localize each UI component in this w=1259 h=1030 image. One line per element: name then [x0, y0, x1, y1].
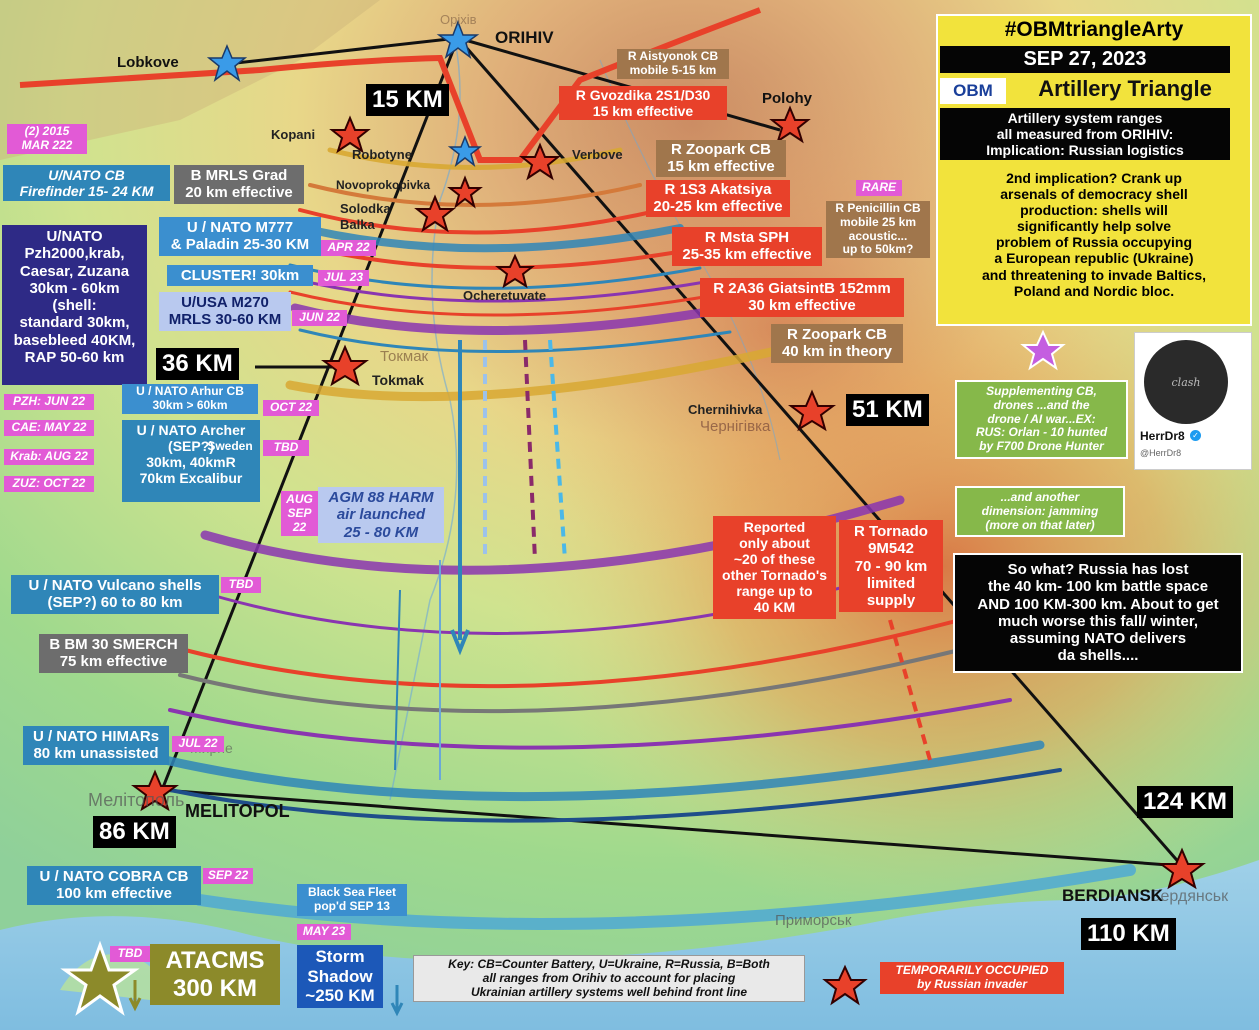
note-supplementing-cb: Supplementing CB, drones ...and the dron… — [955, 380, 1128, 459]
date-krab: Krab: AUG 22 — [4, 449, 94, 465]
basemap-label-melitopol: Мелітополь — [88, 790, 185, 810]
town-tokmak: Tokmak — [372, 372, 424, 388]
panel-body: Artillery system ranges all measured fro… — [940, 108, 1230, 161]
label-msta: R Msta SPH 25-35 km effective — [672, 227, 822, 266]
distance-51km: 51 KM — [846, 394, 929, 426]
label-grad: B MRLS Grad 20 km effective — [174, 165, 304, 204]
panel-title: Artillery Triangle — [1038, 76, 1212, 101]
date-zuz: ZUZ: OCT 22 — [4, 476, 94, 492]
label-storm-shadow: Storm Shadow ~250 KM — [297, 945, 383, 1008]
legend-occupied: TEMPORARILY OCCUPIED by Russian invader — [880, 962, 1064, 994]
label-zoopark-40: R Zoopark CB 40 km in theory — [771, 324, 903, 363]
date-cluster: JUL 23 — [318, 270, 369, 286]
label-penicillin: R Penicillin CB mobile 25 km acoustic...… — [826, 201, 930, 259]
label-tornado-limited: Reported only about ~20 of these other T… — [713, 516, 836, 619]
city-markers — [60, 19, 1206, 1016]
avatar: clash — [1144, 340, 1228, 424]
town-kopani: Kopani — [271, 127, 316, 142]
label-atacms: ATACMS 300 KM — [150, 944, 280, 1006]
label-zoopark-15: R Zoopark CB 15 km effective — [656, 140, 786, 177]
label-cobra: U / NATO COBRA CB 100 km effective — [27, 866, 201, 905]
town-verbove: Verbove — [572, 147, 623, 162]
date-firefinder: (2) 2015 MAR 222 — [7, 124, 87, 154]
distance-15km: 15 KM — [366, 84, 449, 116]
date-pzh: PZH: JUN 22 — [4, 394, 94, 410]
label-giatsint: R 2A36 GiatsintB 152mm 30 km effective — [700, 278, 904, 317]
city-berdiansk: BERDIANSK — [1062, 886, 1164, 905]
basemap-label-orikhiv: Оріхів — [440, 12, 477, 27]
atacms-star-icon — [60, 940, 140, 1016]
label-gvozdika: R Gvozdika 2S1/D30 15 km effective — [559, 86, 727, 121]
date-arhur: OCT 22 — [263, 400, 319, 416]
label-firefinder: U/NATO CB Firefinder 15- 24 KM — [3, 165, 170, 202]
town-robotyne: Robotyne — [352, 147, 412, 162]
distance-36km: 36 KM — [156, 348, 239, 380]
label-m777: U / NATO M777 & Paladin 25-30 KM — [159, 217, 321, 256]
city-polohy: Polohy — [762, 90, 813, 107]
basemap-label-prymorsk: Приморськ — [775, 912, 852, 929]
basemap-label-berdiansk: Бердянськ — [1150, 888, 1229, 905]
distance-86km: 86 KM — [93, 816, 176, 848]
tbd-atacms: TBD — [110, 946, 150, 962]
author-name: HerrDr8 — [1140, 429, 1185, 443]
label-archer: U / NATO Archer (SEP?) 30km, 40kmR 70km … — [122, 420, 260, 502]
date-harm: AUG SEP 22 — [281, 491, 318, 537]
label-himars: U / NATO HIMARs 80 km unassisted — [23, 726, 169, 765]
note-so-what: So what? Russia has lost the 40 km- 100 … — [953, 553, 1243, 673]
note-jamming: ...and another dimension: jamming (more … — [955, 486, 1125, 538]
label-harm: AGM 88 HARM air launched 25 - 80 KM — [318, 487, 444, 543]
lobkove-star-icon — [206, 44, 248, 82]
label-pzh2000: U/NATO Pzh2000,krab, Caesar, Zuzana 30km… — [2, 225, 147, 385]
label-m270: U/USA M270 MRLS 30-60 KM — [159, 292, 291, 331]
label-archer-range: 30km, 40kmR 70km Excalibur — [139, 454, 243, 487]
date-storm-shadow: MAY 23 — [297, 924, 351, 940]
obm-logo: OBM — [940, 78, 1006, 104]
label-vulcano: U / NATO Vulcano shells (SEP?) 60 to 80 … — [11, 575, 219, 614]
city-orihiv: ORIHIV — [495, 28, 554, 47]
label-arhur: U / NATO Arhur CB 30km > 60km — [122, 384, 258, 414]
front-line — [19, 7, 762, 163]
distance-110km: 110 KM — [1081, 918, 1176, 950]
label-archer-name: U / NATO Archer (SEP?) — [136, 422, 246, 455]
label-aistyonok: R Aistyonok CB mobile 5-15 km — [617, 49, 729, 79]
town-chernihivka: Chernihivka — [688, 402, 763, 417]
author-handle: @HerrDr8 — [1140, 448, 1182, 458]
tbd-archer: TBD — [263, 440, 309, 456]
date-himars: JUL 22 — [172, 736, 224, 752]
label-sweden: Sweden — [207, 439, 253, 453]
date-m777: APR 22 — [321, 240, 376, 256]
panel-body-2: 2nd implication? Crank up arsenals of de… — [981, 170, 1207, 299]
town-novoprokopivka: Novoprokopivka — [336, 178, 431, 192]
basemap-label-tokmak: Токмак — [380, 348, 429, 365]
distance-124km: 124 KM — [1137, 786, 1234, 818]
verified-badge-icon: ✓ — [1190, 430, 1201, 441]
robotyne-star-icon — [447, 134, 483, 167]
date-banner: SEP 27, 2023 — [940, 46, 1230, 73]
date-m270: JUN 22 — [292, 310, 347, 326]
purple-star-icon — [1020, 329, 1066, 371]
city-melitopol: MELITOPOL — [185, 801, 290, 821]
date-cobra: SEP 22 — [203, 868, 253, 884]
legend-key: Key: CB=Counter Battery, U=Ukraine, R=Ru… — [413, 955, 805, 1003]
basemap-label-chernihivka: Чернігівка — [700, 418, 771, 435]
orihiv-star-icon — [436, 19, 480, 59]
town-ocheretuvate: Ocheretuvate — [463, 288, 547, 303]
tbd-vulcano: TBD — [221, 577, 261, 593]
badge-rare: RARE — [856, 180, 902, 196]
label-smerch: B BM 30 SMERCH 75 km effective — [39, 634, 188, 673]
label-akatsiya: R 1S3 Akatsiya 20-25 km effective — [646, 180, 790, 217]
hashtag: #OBMtriangleArty — [1004, 18, 1184, 41]
label-cluster: CLUSTER! 30km — [167, 265, 313, 287]
town-solodka-balka: Solodka Balka — [340, 201, 391, 233]
label-tornado: R Tornado 9M542 70 - 90 km limited suppl… — [839, 520, 943, 613]
label-black-sea-fleet: Black Sea Fleet pop'd SEP 13 — [297, 884, 407, 916]
city-lobkove: Lobkove — [117, 54, 179, 71]
date-cae: CAE: MAY 22 — [4, 420, 94, 436]
